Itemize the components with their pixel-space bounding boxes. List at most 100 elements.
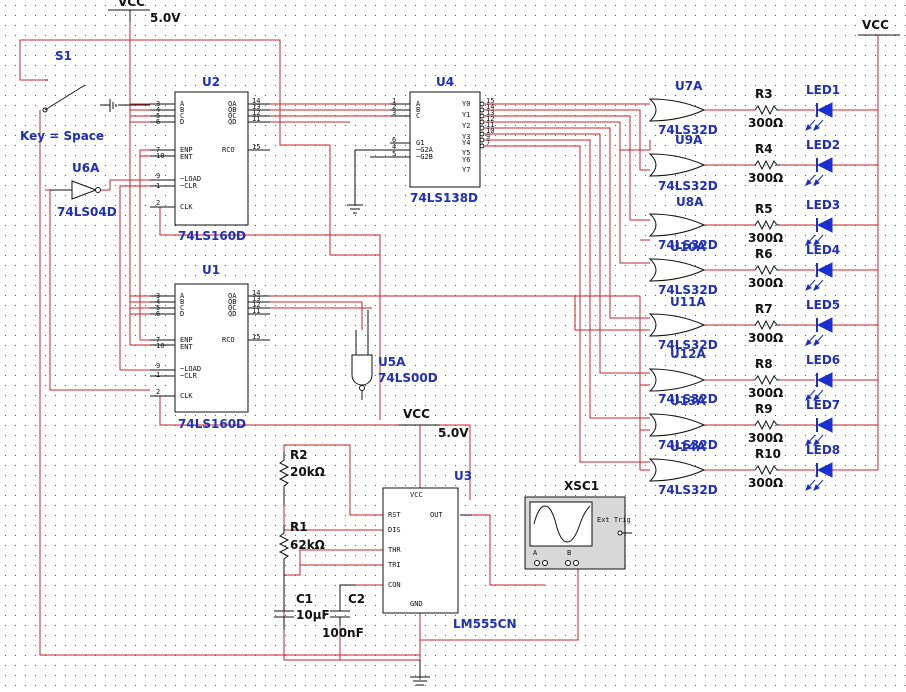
ground-bottom xyxy=(410,660,430,686)
r2-value: 20kΩ xyxy=(290,465,325,479)
u4-pin-13: 13 xyxy=(486,109,494,117)
vcc-right-supply[interactable]: VCC xyxy=(858,18,900,36)
resistor-ref: R4 xyxy=(755,142,773,156)
or-gate-ref: U9A xyxy=(675,133,703,147)
u2-pin-14: 14 xyxy=(252,97,260,105)
resistor-value: 300Ω xyxy=(748,231,783,245)
led-3[interactable]: LED3 xyxy=(805,198,840,246)
resistor-ref: R5 xyxy=(755,202,773,216)
u2-pin-11: 11 xyxy=(252,115,260,123)
u2-label-qc: QC xyxy=(228,112,236,120)
vcc-top-supply[interactable]: VCC 5.0V xyxy=(108,0,181,25)
scope-ref: XSC1 xyxy=(564,479,599,493)
vcc-mid-supply[interactable]: VCC 5.0V xyxy=(398,407,469,440)
u2-pin-12: 12 xyxy=(252,109,260,117)
u2-ref: U2 xyxy=(202,75,220,89)
led-ref: LED4 xyxy=(806,243,840,257)
led-2[interactable]: LED2 xyxy=(805,138,840,186)
vcc-top-voltage: 5.0V xyxy=(150,11,181,25)
led-7[interactable]: LED7 xyxy=(805,398,840,446)
timer-u3[interactable]: U3 VCC RST DIS THR TRI CON OUT GND LM555… xyxy=(382,469,517,631)
led-resistor-group: R3300ΩR4300ΩR5300ΩR6300ΩR7300ΩR8300ΩR930… xyxy=(748,87,783,490)
c1-value: 10µF xyxy=(296,608,330,622)
oscilloscope-xsc1[interactable]: XSC1 Ext Trig A B xyxy=(524,479,632,570)
resistor-r1[interactable]: R1 62kΩ xyxy=(278,520,325,575)
u4-pin-12: 12 xyxy=(486,115,494,123)
u4-pin-9: 9 xyxy=(486,133,490,141)
vcc-top-label: VCC xyxy=(118,0,145,9)
u1-pin-2: 2 xyxy=(156,388,160,396)
u2-part: 74LS160D xyxy=(178,229,246,243)
counter-u1[interactable]: U1 3 4 5 6 7 10 9 1 2 A B C D ENP ENT ~L… xyxy=(150,263,270,431)
led-4[interactable]: LED4 xyxy=(805,243,840,291)
u3-label-vcc: VCC xyxy=(410,491,423,499)
u1-pin-15: 15 xyxy=(252,333,260,341)
u1-part: 74LS160D xyxy=(178,417,246,431)
u4-label-g2a: ~G2A xyxy=(416,146,434,154)
resistor-r5[interactable]: R5 300Ω xyxy=(748,202,783,245)
resistor-value: 300Ω xyxy=(748,431,783,445)
u4-label-y7: Y7 xyxy=(462,166,470,174)
wire-layer xyxy=(19,22,879,680)
or-gate-ref: U13A xyxy=(670,394,706,408)
capacitor-c2[interactable]: C2 100nF xyxy=(322,584,365,640)
u1-label-enp: ENP xyxy=(180,336,193,344)
u1-label-d: D xyxy=(180,310,184,318)
led-6[interactable]: LED6 xyxy=(805,353,840,401)
resistor-r2[interactable]: R2 20kΩ xyxy=(278,448,325,505)
decoder-u4[interactable]: U4 1 2 3 6 4 5 A B C G1 ~G2A ~G2B Y0 Y1 … xyxy=(347,75,494,214)
u2-label-b: B xyxy=(180,106,184,114)
capacitor-c1[interactable]: C1 10µF xyxy=(274,575,330,630)
u2-label-rco: RCO xyxy=(222,146,235,154)
u4-pin-3: 3 xyxy=(392,109,396,117)
u1-pin-10: 10 xyxy=(156,342,164,350)
inverter-u6a[interactable]: U6A 74LS04D xyxy=(50,161,117,219)
u1-pin-9: 9 xyxy=(156,362,160,370)
u4-label-y0: Y0 xyxy=(462,100,470,108)
or-gate-ref: U14A xyxy=(670,440,706,454)
scope-sine-trace xyxy=(533,505,591,543)
u1-label-qa: QA xyxy=(228,292,237,300)
nand-u5a[interactable]: U5A 74LS00D xyxy=(351,310,438,400)
u3-label-gnd: GND xyxy=(410,600,423,608)
u3-label-con: CON xyxy=(388,581,401,589)
led-ref: LED3 xyxy=(806,198,840,212)
switch-s1[interactable]: S1 Key = Space xyxy=(20,49,150,143)
u1-pin-12: 12 xyxy=(252,301,260,309)
u4-pin-11: 11 xyxy=(486,121,494,129)
r1-ref: R1 xyxy=(290,520,308,534)
u3-part: LM555CN xyxy=(453,617,517,631)
u1-label-qd: QD xyxy=(228,310,236,318)
led-1[interactable]: LED1 xyxy=(805,83,840,131)
u4-label-y6: Y6 xyxy=(462,156,470,164)
u1-label-rco: RCO xyxy=(222,336,235,344)
u2-label-a: A xyxy=(180,100,185,108)
resistor-value: 300Ω xyxy=(748,476,783,490)
counter-u2[interactable]: U2 3 4 5 6 7 10 9 1 2 A B C D ENP ENT ~L… xyxy=(150,75,270,243)
led-5[interactable]: LED5 xyxy=(805,298,840,346)
resistor-value: 300Ω xyxy=(748,116,783,130)
resistor-ref: R7 xyxy=(755,302,773,316)
led-8[interactable]: LED8 xyxy=(805,443,840,491)
c1-ref: C1 xyxy=(296,592,313,606)
or-gate-part: 74LS32D xyxy=(658,283,718,297)
u4-label-b: B xyxy=(416,106,420,114)
u2-pin-13: 13 xyxy=(252,103,260,111)
u2-label-enp: ENP xyxy=(180,146,193,154)
